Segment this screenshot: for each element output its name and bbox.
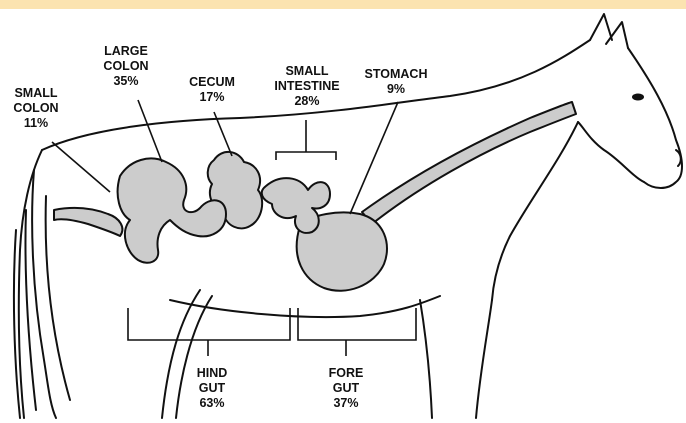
horse-jaw-outline	[578, 122, 644, 182]
horse-tail-strand-3	[25, 210, 36, 410]
large-colon-label: LARGE COLON 35%	[103, 44, 148, 89]
cecum-label: CECUM 17%	[189, 75, 235, 105]
small-colon-leader	[52, 142, 110, 192]
horse-foreleg-back	[420, 300, 432, 418]
small-intestine-label: SMALL INTESTINE 28%	[274, 64, 339, 109]
horse-eye	[632, 94, 644, 101]
fore-gut-label: FORE GUT 37%	[329, 366, 364, 411]
horse-tail-strand-1	[32, 170, 56, 418]
esophagus	[362, 102, 576, 224]
horse-ear-right	[606, 22, 628, 48]
small-colon-organ	[54, 208, 122, 236]
small-intestine-bracket	[276, 120, 336, 160]
horse-head-outline	[628, 48, 682, 188]
large-colon-leader	[138, 100, 162, 162]
horse-neck-underside	[492, 122, 578, 300]
stomach-label: STOMACH 9%	[365, 67, 428, 97]
small-colon-label: SMALL COLON 11%	[13, 86, 58, 131]
horse-ear-left	[590, 14, 612, 40]
horse-chest	[476, 300, 492, 418]
horse-rump-outline	[19, 150, 42, 418]
horse-tail-strand-2	[46, 196, 70, 400]
hind-gut-label: HIND GUT 63%	[197, 366, 228, 411]
horse-hindleg-front	[162, 290, 200, 418]
